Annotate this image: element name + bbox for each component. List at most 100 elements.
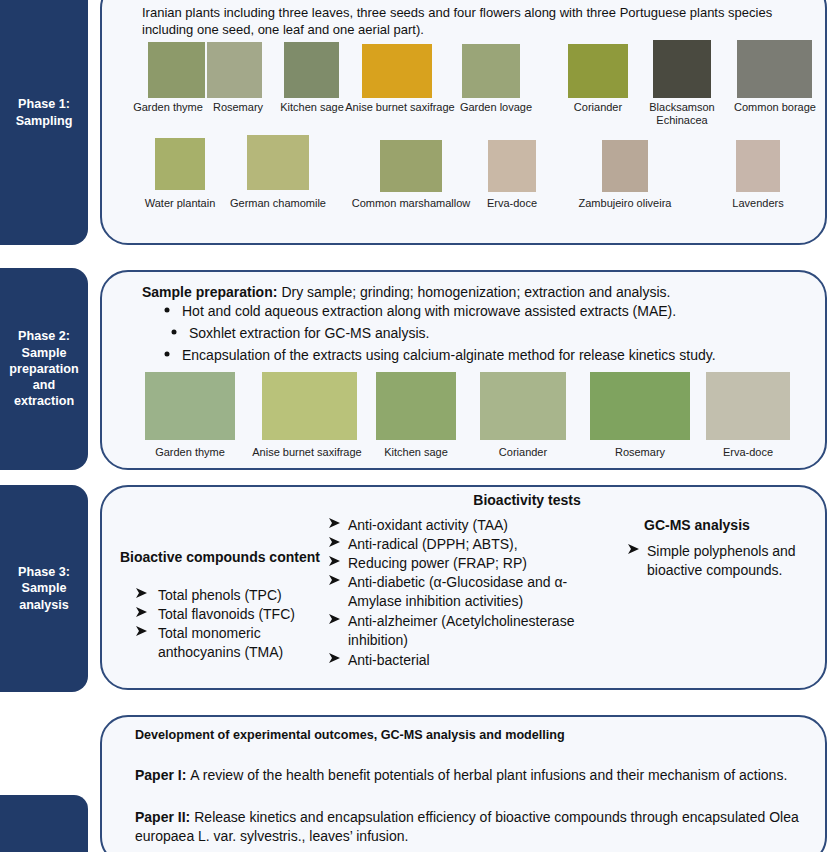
text-line: Phase 2: Sample preparation and extracti… — [2, 328, 86, 409]
heading-text: Bioactivity tests — [473, 492, 580, 508]
text-line: Reducing power (FRAP; RP) — [348, 554, 608, 573]
extraction-photo — [145, 372, 235, 440]
plant-photo — [602, 140, 648, 192]
text-line: GC-MS analysis — [644, 516, 814, 535]
heading-text: Bioactive compounds content — [120, 549, 320, 565]
text-line: Phase 3: Sample analysis — [2, 564, 86, 613]
photo-caption: Erva-doce — [487, 197, 537, 210]
extraction-photo — [706, 372, 790, 440]
body-text: Encapsulation of the extracts using calc… — [182, 347, 716, 363]
text-line: Bioactivity tests — [302, 491, 752, 510]
heading-text: GC-MS analysis — [644, 517, 750, 533]
plant-photo — [148, 42, 205, 98]
content-panel: Bioactivity testsBioactive compounds con… — [100, 485, 827, 690]
plant-photo — [362, 44, 432, 98]
heading-text: Sample preparation: — [142, 284, 277, 300]
body-text: Anti-diabetic (α-Glucosidase and α-Amyla… — [348, 574, 567, 609]
body-text: Anti-bacterial — [348, 652, 430, 668]
body-text: Anti-radical (DPPH; ABTS), — [348, 536, 518, 552]
plant-photo — [462, 44, 520, 98]
content-panel: Development of experimental outcomes, GC… — [100, 715, 827, 852]
body-text: Release kinetics and encapsulation effic… — [135, 809, 799, 844]
photo-caption: Lavenders — [732, 197, 783, 210]
phase-box: Phase 3: Sample analysis — [0, 485, 88, 692]
text-line: Paper I:A review of the health benefit p… — [135, 766, 823, 785]
plant-photo — [155, 138, 205, 190]
text-line: Anti-oxidant activity (TAA) — [348, 516, 608, 535]
photo-caption: Anise burnet saxifrage — [345, 101, 454, 114]
arrow-bullet — [329, 653, 340, 663]
plant-photo — [736, 140, 780, 192]
phase-label: Phase 1: Sampling — [16, 97, 73, 127]
photo-caption: Coriander — [499, 446, 547, 459]
phase-label: Phase 3: Sample analysis — [18, 565, 70, 611]
plant-photo — [488, 140, 536, 192]
arrow-bullet — [329, 575, 340, 585]
heading-text: Paper II: — [135, 809, 190, 825]
body-text: Dry sample; grinding; homogenization; ex… — [281, 284, 670, 300]
arrow-bullets — [136, 518, 639, 663]
plant-photo — [380, 140, 442, 192]
body-text: Reducing power (FRAP; RP) — [348, 555, 527, 571]
text-line: Paper II:Release kinetics and encapsulat… — [135, 808, 823, 846]
arrow-bullet — [329, 537, 340, 547]
phase-box: Phase 1: Sampling — [0, 0, 88, 245]
photo-caption: Common borage — [734, 101, 816, 114]
plant-photos — [145, 40, 812, 440]
body-text: Iranian plants including three leaves, t… — [142, 5, 772, 37]
text-line: Anti-bacterial — [348, 651, 598, 670]
plant-photo — [207, 42, 262, 98]
plant-photo — [247, 135, 309, 190]
photo-caption: Garden thyme — [133, 101, 203, 114]
heading-text: Development of experimental outcomes, GC… — [135, 728, 565, 742]
body-text: Total monomeric anthocyanins (TMA) — [158, 625, 283, 660]
phase-box: Phase 2: Sample preparation and extracti… — [0, 268, 88, 470]
plant-photo — [737, 40, 812, 98]
plant-photo — [568, 44, 628, 98]
photo-caption: Kitchen sage — [384, 446, 448, 459]
bullet-dot — [172, 330, 177, 335]
text-line: Bioactive compounds content — [120, 548, 325, 567]
extraction-photo — [480, 372, 566, 440]
text-line: Development of experimental outcomes, GC… — [135, 727, 825, 744]
arrow-bullet — [136, 588, 147, 598]
photo-caption: Blacksamson Echinacea — [642, 101, 722, 127]
photo-caption: Zambujeiro oliveira — [579, 197, 672, 210]
content-panel: Sample preparation:Dry sample; grinding;… — [100, 270, 827, 470]
extraction-photo — [590, 372, 690, 440]
text-line: Total phenols (TPC) — [158, 586, 308, 605]
photo-caption: German chamomile — [230, 197, 326, 210]
text-line: Anti-radical (DPPH; ABTS), — [348, 535, 608, 554]
body-text: Total flavonoids (TFC) — [158, 606, 295, 622]
body-text: Hot and cold aqueous extraction along wi… — [182, 303, 676, 319]
text-line: Total monomeric anthocyanins (TMA) — [158, 624, 303, 662]
text-line: Phase 1: Sampling — [2, 96, 86, 128]
arrow-bullet — [329, 614, 340, 624]
bullet-dot — [165, 308, 170, 313]
plant-photo — [284, 42, 339, 98]
body-text: Anti-alzheimer (Acetylcholinesterase inh… — [348, 613, 574, 648]
text-line: Anti-alzheimer (Acetylcholinesterase inh… — [348, 612, 598, 650]
text-line: Sample preparation:Dry sample; grinding;… — [142, 283, 812, 302]
arrow-bullet — [628, 544, 639, 554]
photo-caption: Rosemary — [615, 446, 665, 459]
body-text: Total phenols (TPC) — [158, 587, 282, 603]
photo-caption: Water plantain — [145, 197, 216, 210]
text-line: Encapsulation of the extracts using calc… — [182, 346, 812, 365]
phase-box — [0, 795, 88, 852]
arrow-bullet — [329, 518, 340, 528]
body-text: A review of the health benefit potential… — [190, 767, 787, 783]
text-line: Anti-diabetic (α-Glucosidase and α-Amyla… — [348, 573, 588, 611]
extraction-photo — [262, 372, 357, 440]
phase-label: Phase 2: Sample preparation and extracti… — [9, 329, 78, 408]
extraction-photo — [376, 372, 456, 440]
body-text: Anti-oxidant activity (TAA) — [348, 517, 508, 533]
photo-caption: Garden thyme — [155, 446, 225, 459]
bullet-dot — [165, 352, 170, 357]
body-text: Soxhlet extraction for GC-MS analysis. — [189, 325, 429, 341]
plant-photo — [653, 40, 711, 98]
